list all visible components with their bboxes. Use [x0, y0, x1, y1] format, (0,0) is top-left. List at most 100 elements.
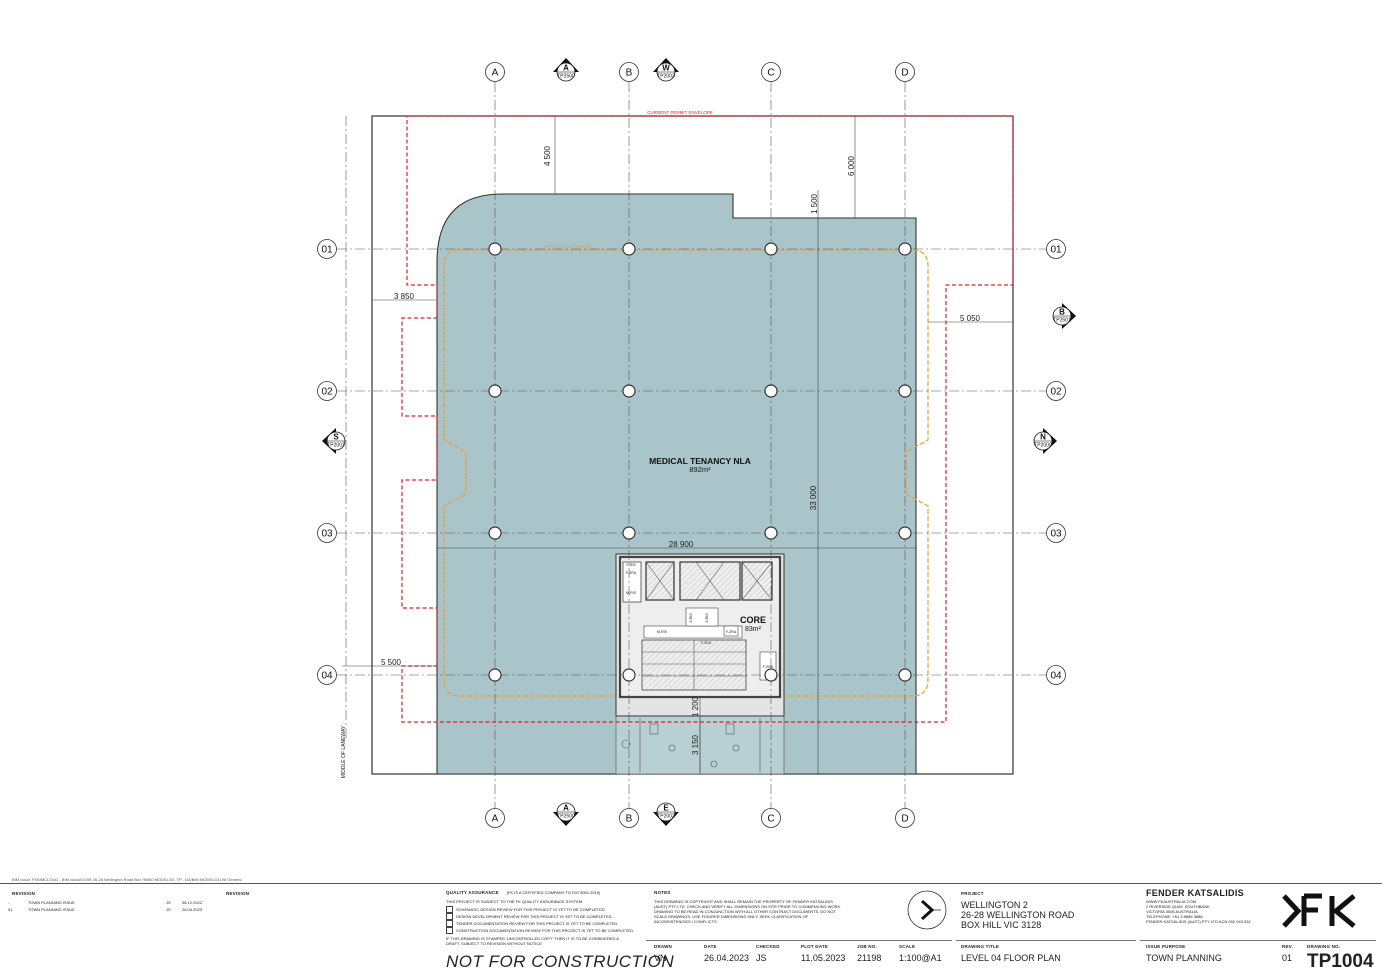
job-value: 21198 — [857, 953, 882, 963]
date-value: 26.04.2023 — [704, 953, 750, 963]
section-marker-letter: N — [1040, 433, 1046, 442]
scale-label: SCALE — [899, 944, 916, 949]
section-marker-letter: W — [662, 64, 670, 73]
core-area: 83m² — [745, 626, 762, 633]
column — [622, 384, 636, 398]
date-label: DATE — [704, 944, 717, 949]
grid-bubble-label: A — [492, 68, 499, 79]
rev-desc-cell: TOWN PLANNING ISSUE — [28, 907, 75, 912]
setback-line — [443, 249, 929, 697]
qa-checkbox[interactable] — [446, 920, 453, 927]
setback-label: SETBACK ALIGNMENT — [544, 244, 593, 249]
rev-value: 01 — [1282, 953, 1293, 963]
qa-checkbox[interactable] — [446, 906, 453, 913]
room-tag: C-RIS — [626, 563, 636, 567]
dim-width: 28 900 — [669, 540, 694, 549]
drawn-value: VN — [654, 953, 667, 963]
room-tag: S-RIS — [705, 613, 709, 623]
dim-amenity: 3 150 — [691, 734, 700, 755]
column — [764, 384, 778, 398]
laneway-label: MIDDLE OF LANEWAY — [341, 725, 347, 778]
section-marker-ref: TP2000 — [1034, 443, 1052, 449]
core-name: CORE — [740, 615, 766, 625]
drawing-no-label: DRAWING NO. — [1307, 944, 1341, 949]
grid-bubble-label: 01 — [1050, 245, 1062, 256]
dim-core-south: 1 200 — [691, 696, 700, 717]
grid-bubble-label: D — [901, 814, 908, 825]
section-marker-letter: A — [563, 804, 569, 813]
column — [764, 242, 778, 256]
column — [622, 526, 636, 540]
grid-bubble-label: B — [626, 814, 633, 825]
rev-date-cell: 26.04.2023 — [182, 907, 203, 912]
firm-line: VICTORIA 3006 AUSTRALIA — [1146, 909, 1198, 914]
grid-bubble: 03 — [317, 523, 337, 543]
grid-bubble: A — [485, 808, 505, 828]
job-label: JOB NO. — [857, 944, 877, 949]
grid-lines — [337, 82, 1046, 808]
column — [764, 668, 778, 682]
firm-line: 2 RIVERSIDE QUAY, SOUTHBANK — [1146, 904, 1210, 909]
section-marker-ref: TP2500 — [557, 74, 575, 80]
project-label: PROJECT — [961, 891, 984, 896]
dim-notch: 1 500 — [810, 193, 819, 214]
qa-item: SCHEMATIC DESIGN REVIEW FOR THIS PROJECT… — [446, 906, 646, 913]
dim-north-setback: 4 500 — [543, 145, 552, 166]
issue-purpose: TOWN PLANNING — [1146, 953, 1222, 963]
firm-line: WWW.FKAUSTRALIA.COM — [1146, 899, 1196, 904]
room-tag: F-ZRA — [626, 571, 637, 575]
rev-by-cell: JS — [166, 900, 171, 905]
project-address-1: 26-28 WELLINGTON ROAD — [961, 910, 1075, 920]
file-path: BIM cloud: FKBIMCLOUD - BIM cloud/21198 … — [12, 877, 242, 882]
qa-checkbox[interactable] — [446, 927, 453, 934]
grid-bubble: 03 — [1046, 523, 1066, 543]
dim-ne-setback: 6 000 — [847, 155, 856, 176]
dim-west-upper: 3 850 — [394, 292, 415, 301]
dim-depth: 33 000 — [809, 485, 818, 510]
room-tag: M-RIS — [626, 591, 637, 595]
grid-bubble-label: B — [626, 68, 633, 79]
grid-bubble-label: 01 — [321, 245, 333, 256]
permit-envelope — [401, 115, 1014, 723]
rev-label: REV. — [1282, 944, 1293, 949]
grid-bubble: 02 — [1046, 381, 1066, 401]
grid-bubble: 04 — [1046, 665, 1066, 685]
qa-checkbox[interactable] — [446, 913, 453, 920]
firm-details: WWW.FKAUSTRALIA.COM 2 RIVERSIDE QUAY, SO… — [1146, 899, 1276, 924]
title-block-rule — [0, 883, 1382, 884]
section-marker-letter: E — [663, 804, 669, 813]
qa-item: DESIGN DEVELOPMENT REVIEW FOR THIS PROJE… — [446, 913, 646, 920]
rev-by-cell: JS — [166, 907, 171, 912]
firm-rule — [1140, 940, 1376, 941]
grid-bubble: C — [761, 62, 781, 82]
qa-footer: IF THIS DRAWING IS STAMPED 'UNCONTROLLED… — [446, 936, 619, 946]
drawing-number: TP1004 — [1307, 951, 1374, 972]
room-tag: M-RIS — [657, 630, 668, 634]
room-tag: F-ZRA — [726, 630, 737, 634]
drawing-title: LEVEL 04 FLOOR PLAN — [961, 953, 1061, 963]
not-for-construction-stamp: NOT FOR CONSTRUCTION — [446, 952, 675, 971]
notes-title: NOTES — [654, 890, 671, 895]
grid-bubble: D — [895, 808, 915, 828]
column — [622, 668, 636, 682]
grid-bubble: 04 — [317, 665, 337, 685]
core — [615, 553, 785, 717]
qa-item: TENDER DOCUMENTATION REVIEW FOR THIS PRO… — [446, 920, 646, 927]
scale-value: 1:100@A1 — [899, 953, 942, 963]
plot-date-value: 11.05.2023 — [801, 953, 846, 963]
dim-east: 5 050 — [960, 314, 981, 323]
column — [898, 242, 912, 256]
qa-item: CONSTRUCTION DOCUMENTATION REVIEW FOR TH… — [446, 927, 646, 934]
grid-bubble-label: 04 — [1050, 671, 1062, 682]
notes-block: NOTES THIS DRAWING IS COPYRIGHT AND SHAL… — [654, 890, 844, 924]
column — [488, 242, 502, 256]
qa-block: QUALITY ASSURANCE (FK IS A CERTIFIED COM… — [446, 890, 646, 946]
section-marker-ref: TP2002 — [657, 814, 675, 820]
qa-note: (FK IS A CERTIFIED COMPANY TO ISO 9001:2… — [506, 890, 601, 895]
